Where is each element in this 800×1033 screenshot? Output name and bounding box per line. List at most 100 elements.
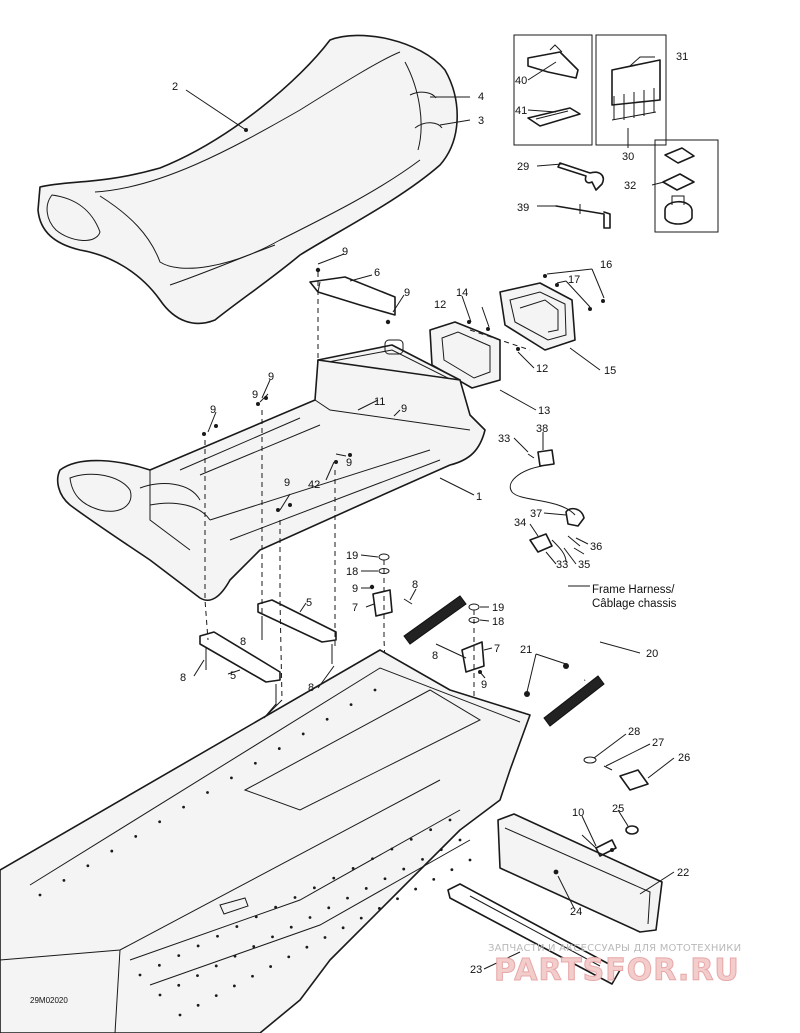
- rivet: [235, 925, 239, 928]
- rivet: [274, 905, 278, 909]
- callout-6: 6: [374, 267, 380, 279]
- callout-8-b: 8: [432, 650, 438, 662]
- callout-9-f: 9: [401, 403, 407, 415]
- rivet: [312, 886, 316, 890]
- snow-flap-22: [447, 813, 663, 985]
- rivet: [349, 703, 353, 707]
- callout-21: 21: [520, 644, 532, 656]
- callout-19-b: 19: [492, 602, 504, 614]
- callout-40: 40: [515, 75, 527, 87]
- callout-18-b: 18: [492, 616, 504, 628]
- watermark-brand: PARTSFOR.RU: [494, 953, 740, 988]
- rivet: [214, 994, 218, 998]
- leader-lines: [185, 56, 675, 970]
- rivet: [429, 828, 433, 832]
- callout-33-a: 33: [498, 433, 510, 445]
- rivet: [409, 837, 413, 841]
- callout-18-a: 18: [346, 566, 358, 578]
- seat: [37, 34, 458, 325]
- tunnel: [0, 649, 531, 1033]
- callout-9-e: 9: [210, 404, 216, 416]
- callout-3: 3: [478, 115, 484, 127]
- rivet: [359, 916, 363, 920]
- rivet: [253, 761, 257, 765]
- bracket-6: [309, 267, 396, 325]
- rivet: [364, 887, 368, 890]
- rivet: [289, 925, 293, 929]
- callout-42: 42: [308, 479, 320, 491]
- rivet: [293, 896, 297, 899]
- rivet: [177, 954, 181, 958]
- rivet: [177, 983, 181, 987]
- rivet: [432, 877, 436, 881]
- callout-12-b: 12: [536, 363, 548, 375]
- callout-8-c: 8: [240, 636, 246, 648]
- parts-box-32: [654, 139, 719, 233]
- rivet: [421, 857, 424, 861]
- rivet: [271, 935, 274, 939]
- callout-12-a: 12: [434, 299, 446, 311]
- watermark-tagline: ЗАПЧАСТИ И АКСЕССУАРЫ ДЛЯ МОТОТЕХНИКИ: [488, 943, 741, 954]
- callout-24: 24: [570, 906, 582, 918]
- callout-2: 2: [172, 81, 178, 93]
- callout-41: 41: [515, 105, 527, 117]
- rivet: [251, 974, 254, 978]
- parts-box-40-41: [513, 34, 593, 146]
- callout-25: 25: [612, 803, 624, 815]
- callout-32: 32: [624, 180, 636, 192]
- rivet: [402, 867, 406, 871]
- rivet: [308, 916, 312, 919]
- callout-13: 13: [538, 405, 550, 417]
- rivet: [196, 974, 199, 978]
- callout-7-b: 7: [494, 643, 500, 655]
- rivet: [277, 747, 281, 750]
- brackets-5: [199, 599, 337, 706]
- bracket-7-left: [369, 553, 413, 617]
- rivet: [396, 897, 399, 901]
- rivet: [346, 896, 349, 900]
- callout-26: 26: [678, 752, 690, 764]
- rivet: [157, 963, 161, 967]
- callout-10: 10: [572, 807, 584, 819]
- rivet: [383, 877, 387, 881]
- rivet: [325, 717, 329, 721]
- callout-9-d: 9: [252, 389, 258, 401]
- callout-27: 27: [652, 737, 664, 749]
- callout-11: 11: [374, 396, 385, 408]
- rivet: [301, 732, 305, 736]
- callout-9-i: 9: [352, 583, 358, 595]
- callout-labels: 2 4 3 40 41 31 30 29 32 39 9 6 9 16 17 1…: [30, 51, 690, 1005]
- callout-28: 28: [628, 726, 640, 738]
- callout-33-b: 33: [556, 559, 568, 571]
- rivet: [287, 955, 291, 959]
- rivet: [390, 847, 394, 851]
- callout-22: 22: [677, 867, 689, 879]
- callout-20: 20: [646, 648, 658, 660]
- watermark: ЗАПЧАСТИ И АКСЕССУАРЫ ДЛЯ МОТОТЕХНИКИ PA…: [488, 943, 741, 989]
- rivet: [305, 945, 309, 949]
- callout-29: 29: [517, 161, 529, 173]
- callout-9-g: 9: [346, 457, 352, 469]
- rivet: [216, 934, 219, 938]
- callout-39: 39: [517, 202, 529, 214]
- rivet: [371, 857, 374, 861]
- callout-34: 34: [514, 517, 526, 529]
- frame-1: [56, 359, 486, 602]
- bracket-7-right: [461, 603, 485, 674]
- rivet: [327, 906, 331, 910]
- rivet: [196, 1003, 200, 1007]
- harness-note-fr: Câblage chassis: [592, 598, 677, 610]
- callout-8-a: 8: [412, 579, 418, 591]
- rivet: [373, 688, 377, 692]
- callout-15: 15: [604, 365, 616, 377]
- callout-9-j: 9: [481, 679, 487, 691]
- tool-29-39: [555, 162, 611, 229]
- callout-5-a: 5: [306, 597, 312, 609]
- rivet: [252, 945, 256, 948]
- rivet: [233, 954, 237, 958]
- callout-9-c: 9: [268, 371, 274, 383]
- rivet: [214, 964, 218, 968]
- callout-4: 4: [478, 91, 484, 103]
- rivet: [62, 878, 66, 882]
